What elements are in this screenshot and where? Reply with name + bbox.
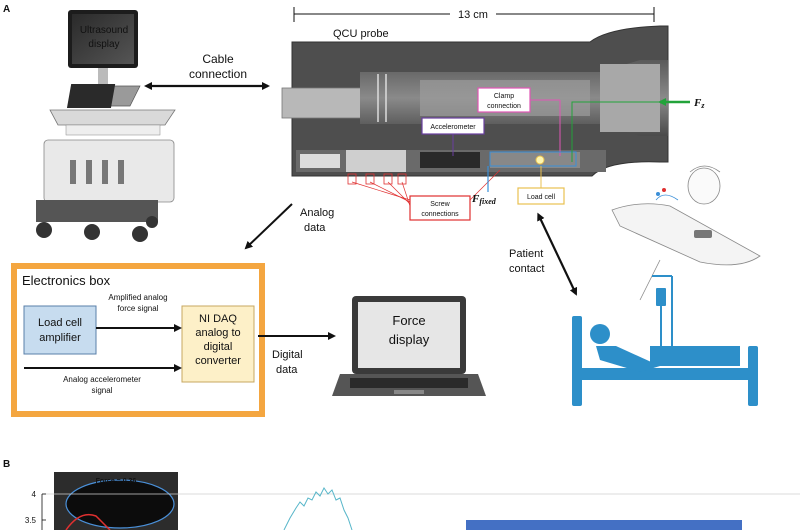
panel-label-a: A	[3, 4, 10, 15]
force-trace	[283, 487, 353, 530]
blue-bar	[466, 520, 742, 530]
laptop-icon: Force display	[332, 296, 486, 396]
fz-label: Fz	[693, 97, 705, 110]
cable-label-line2: connection	[189, 67, 247, 81]
clamp-label-line2: connection	[487, 103, 521, 110]
laptop-label-line1: Force	[392, 313, 425, 328]
load-cell-label: Load cell	[527, 194, 555, 201]
digital-label-line2: data	[276, 364, 298, 376]
daq-label-line3: digital	[204, 341, 233, 353]
analog-label-line2: data	[304, 222, 326, 234]
amp-signal-line2: force signal	[118, 304, 159, 313]
daq-label-line4: converter	[195, 355, 241, 367]
f-fixed-label: Ffixed	[471, 193, 497, 206]
daq-label-line1: NI DAQ	[199, 313, 237, 325]
analog-data-arrow	[244, 203, 293, 250]
amp-signal-line1: Amplified analog	[108, 293, 167, 302]
amp-label-line2: amplifier	[39, 332, 81, 344]
analog-label-line1: Analog	[300, 207, 334, 219]
ultrasound-label-line1: Ultrasound	[80, 25, 128, 36]
accel-signal-line2: signal	[92, 386, 113, 395]
screw-label-line2: connections	[421, 211, 459, 218]
force-readout: Force = 0.36	[96, 478, 137, 485]
amp-label-line1: Load cell	[38, 317, 82, 329]
clamp-label-line1: Clamp	[494, 93, 514, 100]
panel-b: Force = 0.36 4 3.5	[25, 472, 800, 530]
panel-label-b: B	[3, 459, 10, 470]
patient-contact-arrow	[537, 212, 578, 296]
ultrasound-label-line2: display	[88, 39, 119, 50]
accelerometer-label: Accelerometer	[430, 124, 476, 131]
ultrasound-machine: Ultrasound display	[36, 10, 176, 242]
load-cell-amplifier-box	[23, 305, 97, 355]
digital-label-line1: Digital	[272, 349, 303, 361]
y-tick-4: 4	[32, 490, 37, 499]
daq-label-line2: analog to	[195, 327, 240, 339]
ni-daq-box	[181, 305, 255, 383]
accel-signal-line1: Analog accelerometer	[63, 375, 141, 384]
electronics-title: Electronics box	[22, 273, 111, 288]
probe-length-label: 13 cm	[458, 9, 488, 21]
y-tick-3-5: 3.5	[25, 516, 37, 525]
probe-title: QCU probe	[333, 28, 389, 40]
cable-label-line1: Cable	[202, 52, 234, 66]
patient-label-line2: contact	[509, 263, 544, 275]
patient-sketch	[611, 165, 761, 301]
screw-connections-box	[409, 195, 471, 221]
patient-bed-icon	[572, 275, 758, 406]
qcu-probe	[281, 25, 669, 177]
clamp-connection-box	[477, 87, 531, 113]
laptop-label-line2: display	[389, 332, 430, 347]
patient-label-line1: Patient	[509, 248, 543, 260]
screw-label-line1: Screw	[430, 201, 450, 208]
